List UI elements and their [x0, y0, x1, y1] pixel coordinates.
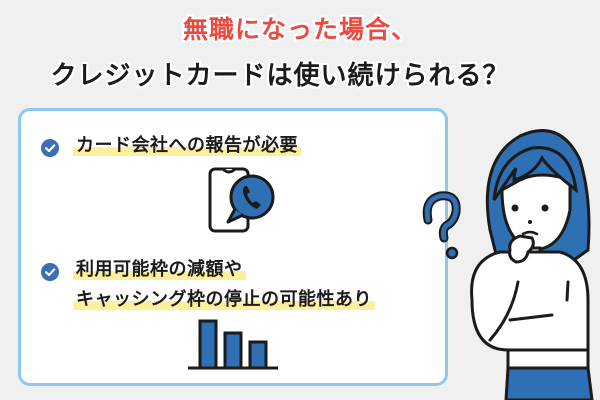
title-line-1: 無職になった場合、: [182, 15, 417, 44]
check-circle-icon: [41, 139, 59, 157]
phone-call-bubble-icon: [208, 167, 275, 233]
check-circle-icon: [41, 263, 59, 281]
item-label: カード会社への報告が必要: [73, 135, 301, 156]
decreasing-bar-chart-icon: [188, 319, 278, 370]
question-mark-icon: [422, 191, 461, 260]
item-label: 利用可能枠の減額や: [73, 259, 246, 280]
title-line-2: クレジットカードは使い続けられる？: [50, 61, 510, 91]
thinking-woman-illustration: [422, 129, 594, 400]
info-card: カード会社への報告が必要 利用可能枠の減額や キャッシング枠の停止の可能性あり: [18, 108, 448, 386]
item-label: キャッシング枠の停止の可能性あり: [73, 289, 375, 310]
